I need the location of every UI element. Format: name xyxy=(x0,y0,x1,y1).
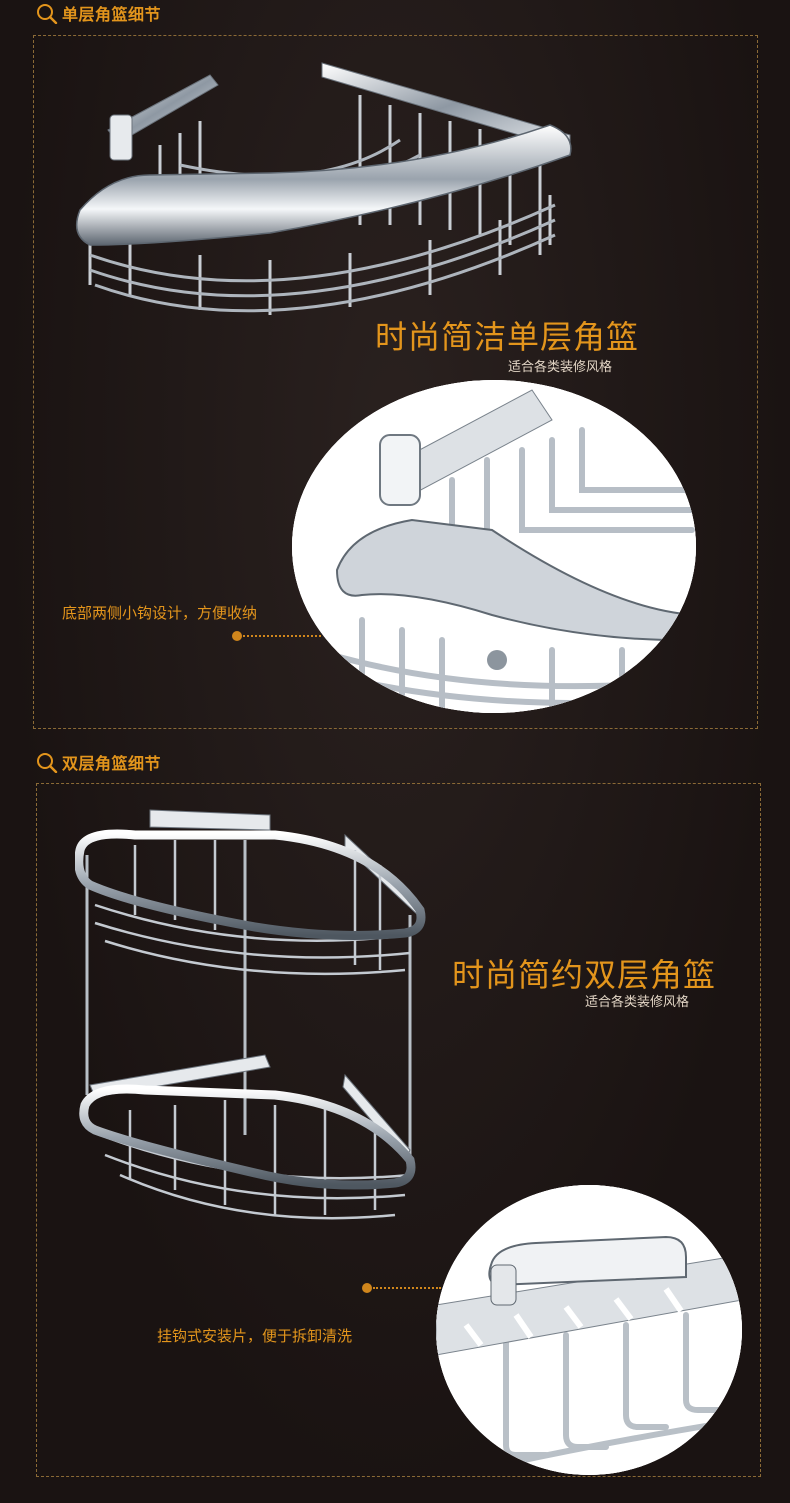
mounting-plate-detail-image xyxy=(436,1185,742,1475)
callout-line xyxy=(373,1287,441,1289)
double-corner-basket-image xyxy=(75,809,426,1220)
callout-dot xyxy=(232,631,242,641)
product-headline: 时尚简约双层角篮 xyxy=(452,956,717,994)
detail-zoom-circle-mount xyxy=(436,1185,742,1475)
product-subline: 适合各类装修风格 xyxy=(585,995,690,1010)
section-frame-single xyxy=(33,35,758,729)
product-headline: 时尚简洁单层角篮 xyxy=(375,318,640,356)
mount-callout-text: 挂钩式安装片，便于拆卸清洗 xyxy=(157,1327,353,1345)
bottom-hook-detail-image xyxy=(292,380,696,713)
detail-zoom-circle-hooks xyxy=(292,380,696,713)
hook-callout-text: 底部两侧小钩设计，方便收纳 xyxy=(62,604,258,622)
section-title: 双层角篮细节 xyxy=(62,754,162,773)
callout-dot xyxy=(362,1283,372,1293)
section-header-double: 双层角篮细节 xyxy=(36,750,161,774)
callout-line xyxy=(243,635,321,637)
single-corner-basket-image xyxy=(75,62,572,315)
product-subline: 适合各类装修风格 xyxy=(508,360,613,375)
magnifier-icon xyxy=(37,753,58,773)
magnifier-icon xyxy=(37,4,58,24)
section-header-single: 单层角篮细节 xyxy=(36,1,161,25)
section-frame-double xyxy=(36,783,761,1477)
section-title: 单层角篮细节 xyxy=(62,5,162,24)
